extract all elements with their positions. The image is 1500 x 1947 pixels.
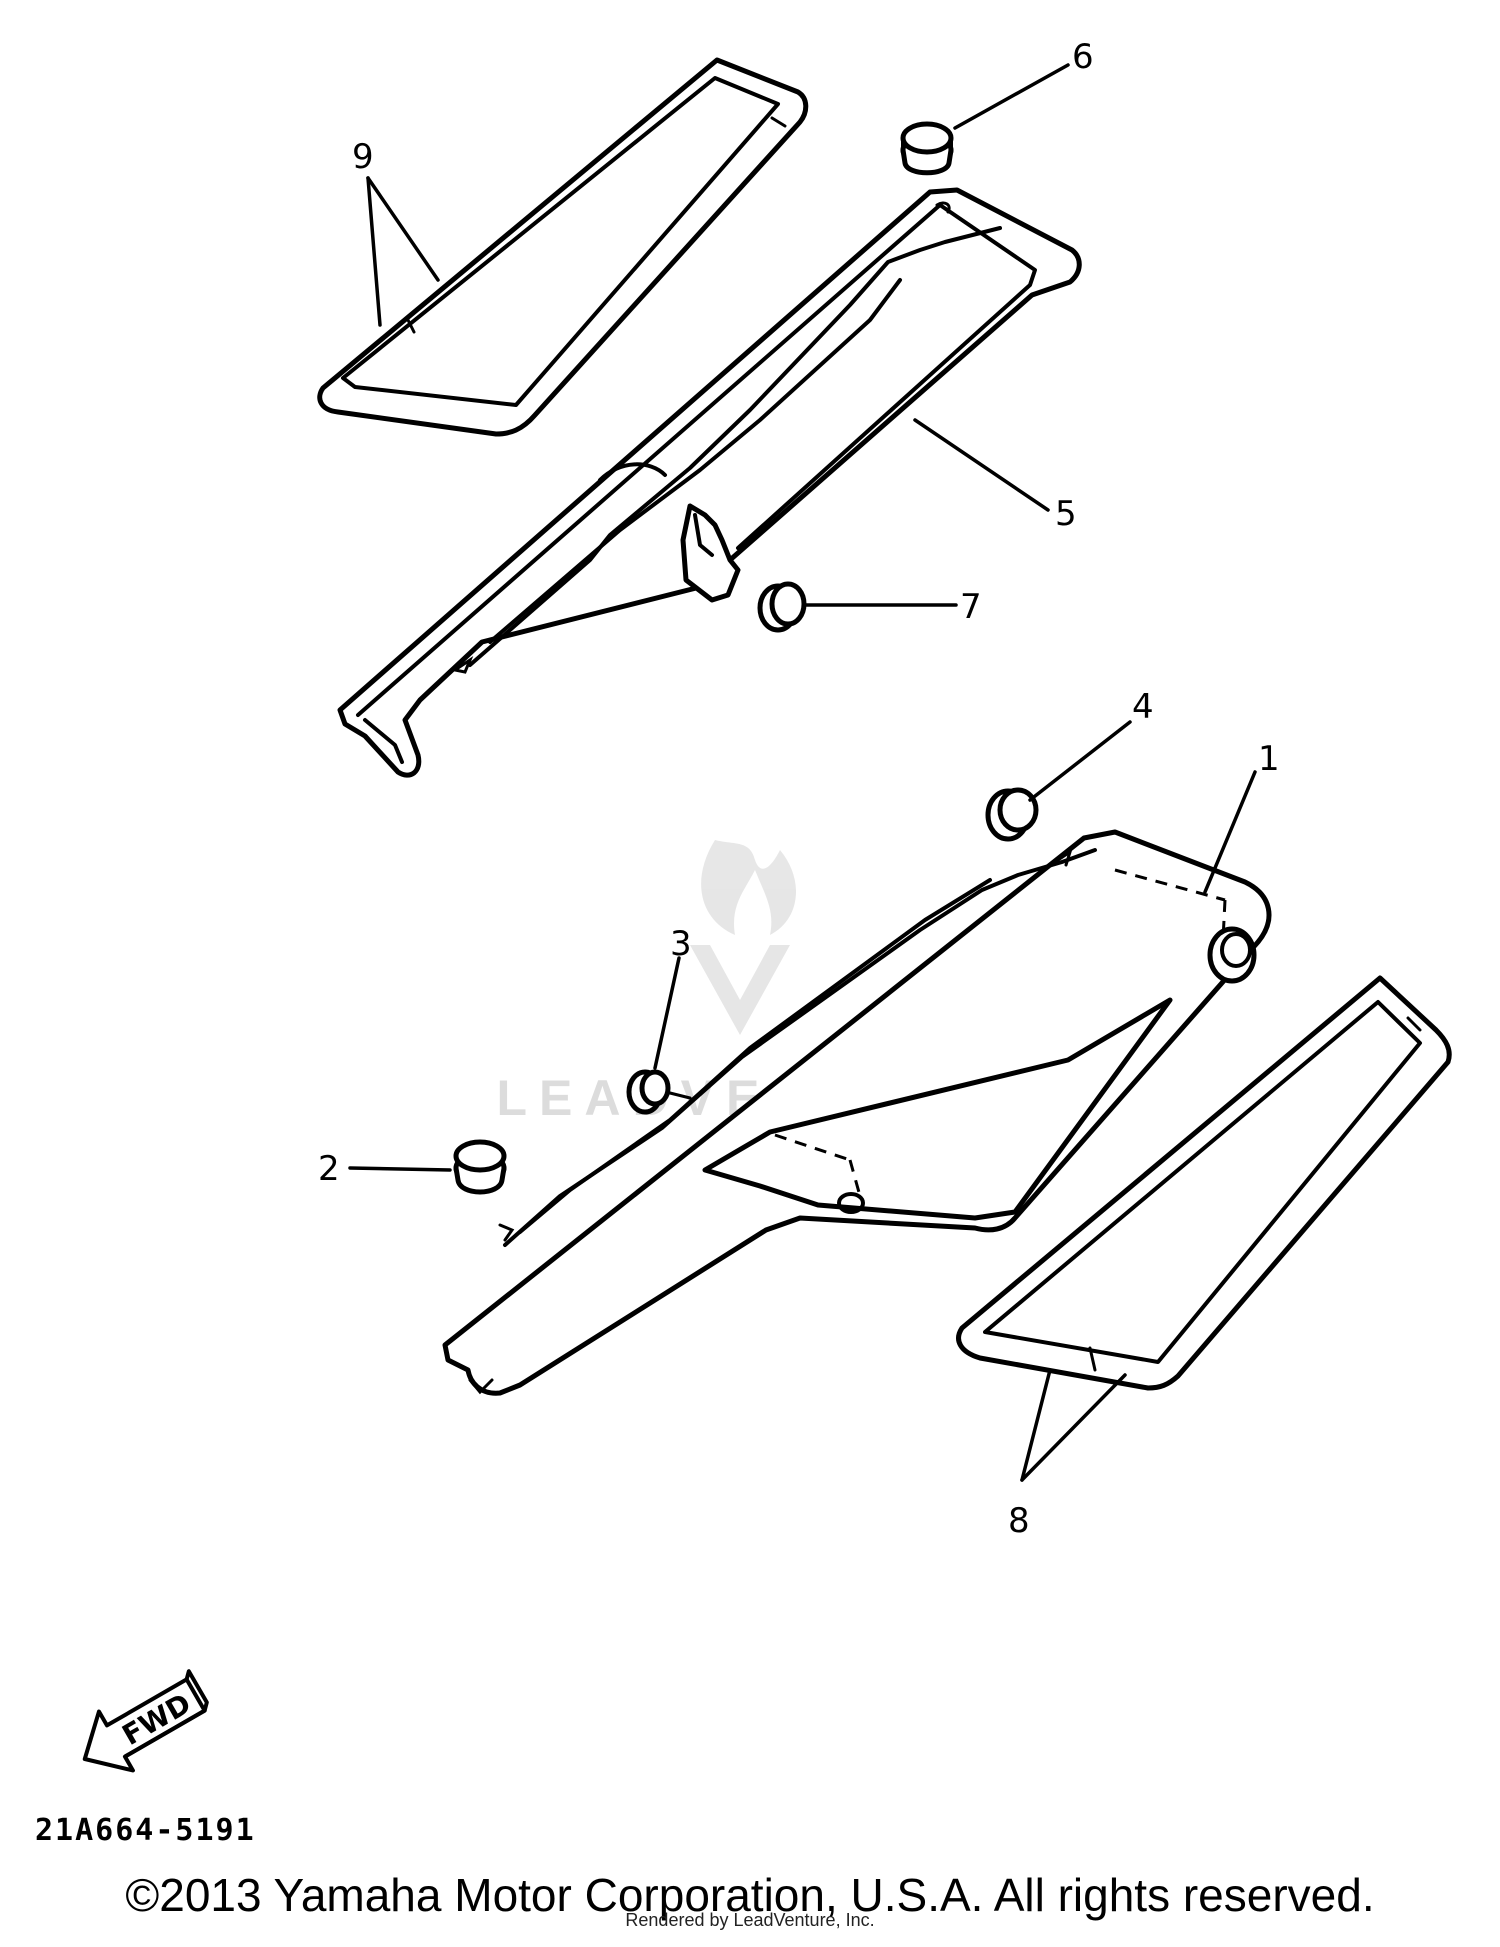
part-1-side-cover xyxy=(442,829,1272,1396)
leader-8b xyxy=(1020,1373,1127,1482)
leader-lines xyxy=(348,63,1257,1482)
leader-6 xyxy=(953,63,1070,130)
callout-9: 9 xyxy=(352,137,374,177)
part-4-grommet xyxy=(985,787,1039,842)
callout-7: 7 xyxy=(960,587,982,627)
leader-4 xyxy=(1028,720,1132,802)
leader-9b xyxy=(366,176,382,327)
part-8-trim-strips xyxy=(956,975,1452,1391)
copyright-text: ©2013 Yamaha Motor Corporation, U.S.A. A… xyxy=(125,1869,1375,1921)
part-5-side-cover xyxy=(337,187,1082,778)
leader-8a xyxy=(1020,1368,1052,1482)
part-7-grommet xyxy=(757,581,807,633)
leader-1 xyxy=(1203,770,1257,894)
part-3-grommet xyxy=(626,1069,692,1115)
part-9-trim-strips xyxy=(317,57,809,437)
part-6-grommet xyxy=(900,121,954,176)
part-2-grommet xyxy=(453,1139,507,1195)
diagram-code: 21A664-5191 xyxy=(35,1813,256,1848)
leader-5 xyxy=(913,418,1050,512)
callout-8: 8 xyxy=(1008,1501,1030,1541)
callout-4: 4 xyxy=(1132,687,1154,727)
leader-9a xyxy=(366,176,440,282)
leader-3 xyxy=(653,956,681,1070)
fwd-arrow-icon: FWD xyxy=(82,1669,209,1773)
callout-6: 6 xyxy=(1072,37,1094,77)
callout-2: 2 xyxy=(318,1149,340,1189)
callout-3: 3 xyxy=(670,924,692,964)
callout-5: 5 xyxy=(1055,494,1077,534)
render-note: Rendered by LeadVenture, Inc. xyxy=(625,1910,875,1930)
leader-2 xyxy=(348,1166,452,1172)
callout-numbers: 1 2 3 4 5 6 7 8 9 xyxy=(318,37,1280,1541)
callout-1: 1 xyxy=(1258,739,1280,779)
